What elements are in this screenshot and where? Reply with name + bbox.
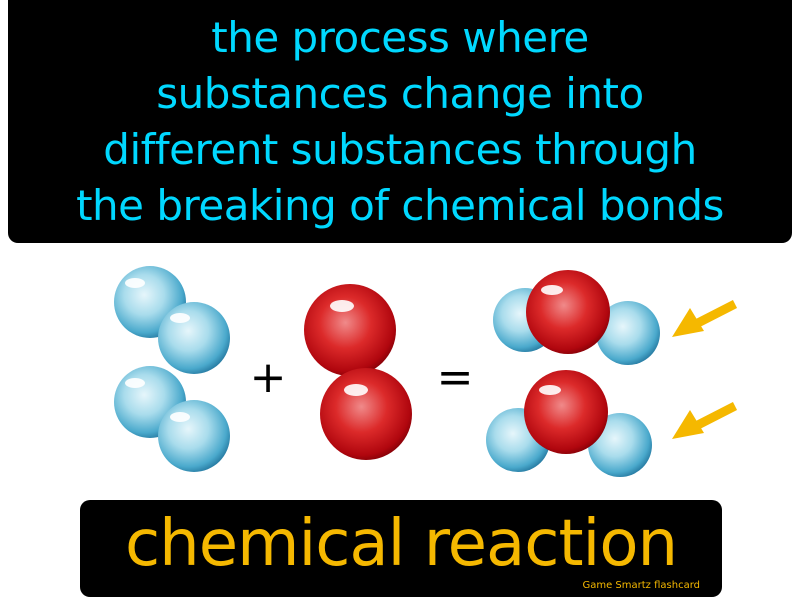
reaction-illustration: + = <box>114 266 738 477</box>
highlight <box>170 412 190 422</box>
blue-atom <box>158 302 230 374</box>
definition-line: the breaking of chemical bonds <box>76 180 724 230</box>
definition-line: substances change into <box>156 68 644 118</box>
highlight <box>541 285 563 295</box>
red-atom <box>320 368 412 460</box>
term-box: chemical reaction Game Smartz flashcard <box>80 500 722 597</box>
red-atom <box>524 370 608 454</box>
definition-line: the process where <box>211 12 589 62</box>
blue-atom <box>596 301 660 365</box>
oxygen-molecule <box>304 284 412 460</box>
term-title: chemical reaction <box>124 507 678 581</box>
arrow-icon <box>672 401 738 439</box>
hydrogen-molecule <box>114 366 230 472</box>
highlight <box>125 278 145 288</box>
highlight <box>539 385 561 395</box>
arrow-icon <box>672 299 738 337</box>
definition-box: the process where substances change into… <box>8 0 792 243</box>
water-molecule <box>493 270 660 365</box>
red-atom <box>526 270 610 354</box>
blue-atom <box>158 400 230 472</box>
plus-sign: + <box>250 352 287 403</box>
highlight <box>125 378 145 388</box>
red-atom <box>304 284 396 376</box>
water-molecule <box>486 370 652 477</box>
equals-sign: = <box>437 352 474 403</box>
hydrogen-molecule <box>114 266 230 374</box>
highlight <box>330 300 354 312</box>
credit-text: Game Smartz flashcard <box>582 580 700 591</box>
highlight <box>344 384 368 396</box>
highlight <box>170 313 190 323</box>
definition-line: different substances through <box>103 124 697 174</box>
